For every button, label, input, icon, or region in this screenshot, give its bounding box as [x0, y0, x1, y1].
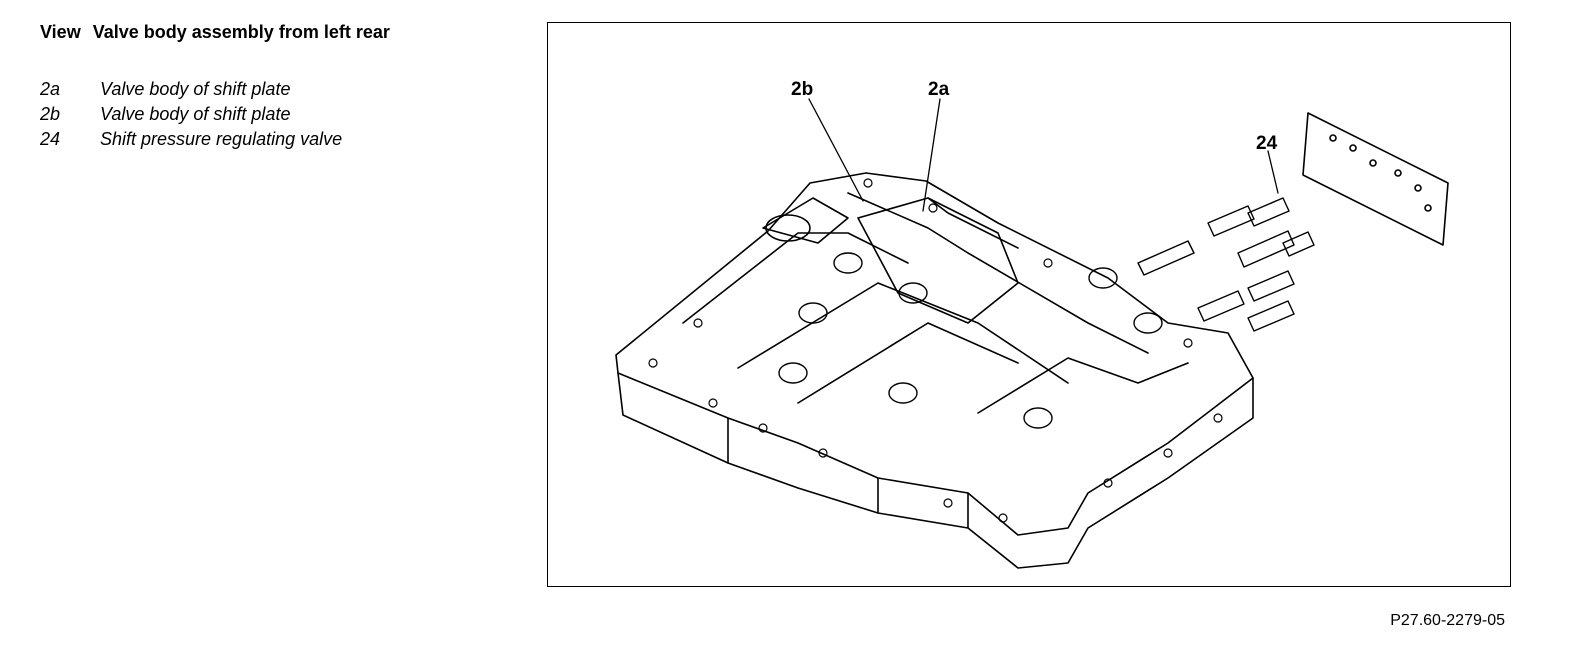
figure-id: P27.60-2279-05: [1390, 612, 1505, 629]
title-text: Valve body assembly from left rear: [92, 22, 390, 42]
legend-text: Shift pressure regulating valve: [100, 129, 343, 149]
legend-code: 2a: [40, 79, 61, 99]
legend-text: Valve body of shift plate: [100, 104, 291, 124]
exploded-valve-parts: [1137, 197, 1315, 332]
callout-2b: 2b: [791, 79, 813, 100]
legend-item: 2a Valve body of shift plate: [40, 77, 342, 102]
valve-body-plate: [615, 172, 1254, 569]
leader-lines: [808, 98, 1279, 212]
legend-code: 24: [40, 129, 61, 149]
bolt-holes: [648, 178, 1223, 523]
legend-list: 2a Valve body of shift plate 2b Valve bo…: [40, 77, 342, 152]
legend-code: 2b: [40, 104, 61, 124]
legend-text: Valve body of shift plate: [100, 79, 291, 99]
page-title: View Valve body assembly from left rear: [40, 22, 390, 43]
legend-item: 2b Valve body of shift plate: [40, 102, 342, 127]
title-prefix: View: [40, 22, 81, 42]
valve-bores: [778, 252, 1163, 429]
callout-24: 24: [1256, 133, 1278, 154]
valve-body-2a: [857, 197, 1019, 324]
valve-body-2b: [762, 197, 849, 244]
separator-plate: [1302, 112, 1449, 246]
valve-body-drawing: 2b 2a 24: [615, 79, 1449, 569]
diagram-frame: 2b 2a 24: [547, 22, 1511, 587]
callout-2a: 2a: [928, 79, 950, 100]
legend-item: 24 Shift pressure regulating valve: [40, 127, 342, 152]
